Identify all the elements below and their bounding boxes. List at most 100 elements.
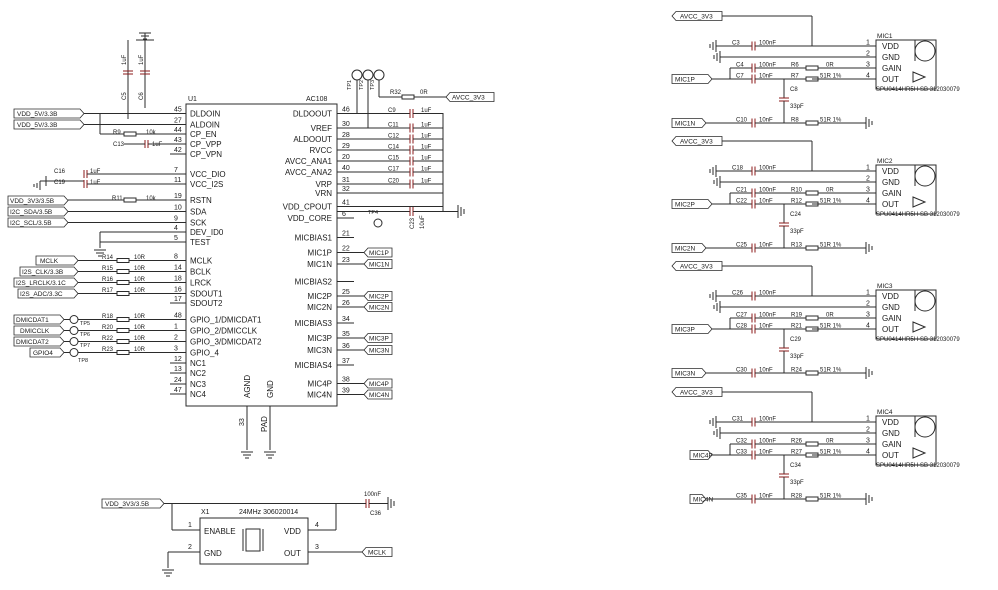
res-ref: R28 [791, 494, 803, 500]
svg-text:MCLK: MCLK [368, 550, 387, 557]
svg-text:I2S_ADC/3.3C: I2S_ADC/3.3C [20, 291, 63, 298]
gnd-symbol [264, 451, 276, 459]
resistor-r24 [805, 370, 819, 376]
cap-ref: C30 [736, 368, 748, 374]
resistor-r8 [805, 120, 819, 126]
res-val: 51R 1% [820, 199, 842, 205]
resistor-r26 [805, 441, 819, 447]
mic-pin-num: 1 [866, 165, 870, 172]
res-val: 10R [134, 277, 146, 283]
c5-ref: C5 [122, 92, 128, 100]
mic-pin-num: 1 [866, 416, 870, 423]
test-points-left: TP5 TP6 TP7 TP8 [69, 315, 90, 364]
mic-pin-num: 2 [866, 176, 870, 183]
mic-pin-name: OUT [882, 325, 899, 334]
res-val: 0R [826, 188, 834, 194]
net-label-osc-supply: VDD_3V3/3.5B [101, 498, 165, 509]
r32-val: 0R [420, 90, 428, 96]
net-label-i2c-sda: I2C_SDA/3.5B [7, 206, 69, 217]
net-label-text: MIC1P [369, 250, 389, 257]
cap-val: 100nF [759, 291, 776, 297]
pin-name: SDA [190, 208, 207, 217]
mic-pin-num: 2 [866, 301, 870, 308]
net-label-text: MIC2P [369, 294, 389, 301]
pin-name: MIC4P [308, 380, 332, 389]
cap-ref: C14 [388, 145, 400, 151]
supply-text: AVCC_3V3 [680, 264, 713, 271]
net-label-text: MIC3N [369, 348, 390, 355]
pin-name: CP_EN [190, 130, 217, 139]
gnd-symbol [709, 416, 717, 428]
cap-val: 100nF [759, 417, 776, 423]
pin-num-7: 7 [174, 167, 178, 174]
pin-num-35: 35 [342, 331, 350, 338]
cap-val: 100nF [759, 188, 776, 194]
capacitor-c28 [751, 324, 756, 334]
res-val: 10R [134, 288, 146, 294]
cap-ref: C20 [388, 179, 400, 185]
pin-num-22: 22 [342, 246, 350, 253]
r32-ref: R32 [390, 90, 402, 96]
pin-name: VCC_I2S [190, 180, 223, 189]
res-val: 51R 1% [820, 118, 842, 124]
net-label-text: MIC2P [675, 202, 695, 209]
net-label-mic2p [363, 291, 393, 301]
res-ref: R10 [791, 188, 803, 194]
net-label-i2s-lrclk: I2S_LRCLK/3.1C [13, 277, 79, 288]
cap-val: 1uF [421, 156, 432, 162]
net-label-i2c-scl: I2C_SCL/3.5B [7, 217, 69, 228]
capacitor-c22 [751, 199, 756, 209]
pin-num-28: 28 [342, 132, 350, 139]
cap-ref: C18 [732, 166, 744, 172]
resistor-r18 [116, 317, 130, 322]
svg-text:VDD_3V3/3.5B: VDD_3V3/3.5B [10, 198, 54, 205]
cap-ref: C25 [736, 243, 748, 249]
mic-amp-icon [912, 321, 927, 333]
pin-name: MICBIAS1 [295, 234, 333, 243]
pin-num-19: 19 [174, 193, 182, 200]
pin-name: RVCC [309, 146, 332, 155]
pin-name: BCLK [190, 268, 212, 277]
resistor-r15 [116, 269, 130, 274]
capacitor-c4 [751, 63, 756, 73]
cap-val: 10nF [759, 494, 773, 500]
pin-num-44: 44 [174, 127, 182, 134]
u1-ref: U1 [188, 96, 197, 103]
c36-val: 100nF [364, 492, 381, 498]
mic-membrane-icon [914, 165, 936, 187]
pin-num-1: 1 [174, 324, 178, 331]
mic-pin-num: 4 [866, 73, 870, 80]
cap-val: 1uF [421, 108, 432, 114]
pin-num-25: 25 [342, 289, 350, 296]
cap-ref: C32 [736, 439, 748, 445]
res-val: 51R 1% [820, 450, 842, 456]
pin-num-37: 37 [342, 358, 350, 365]
net-label-mic4p [363, 378, 393, 389]
cap-val: 10nF [759, 199, 773, 205]
res-ref: R22 [102, 336, 114, 342]
c16-val: 1uF [90, 169, 101, 175]
pin-num-47: 47 [174, 387, 182, 394]
pin-name: CP_VPN [190, 150, 222, 159]
gnd-symbol [709, 165, 717, 177]
c5-val: 1uF [122, 54, 128, 65]
oscillator-x1: VDD_3V3/3.5B X1 24MHz 306020014 ENABLE G… [101, 492, 395, 577]
pin-name: MIC2N [307, 303, 332, 312]
res-ref: R13 [791, 243, 803, 249]
net-label-dmicdat2: DMICDAT2 [13, 336, 65, 347]
net-label-text: MIC2N [369, 305, 390, 312]
c13-val: 1uF [152, 142, 163, 148]
x1-pin-gnd: GND [204, 549, 222, 558]
pin-name: CP_VPP [190, 140, 222, 149]
capacitor-c26 [751, 291, 756, 301]
gnd-symbol [713, 176, 721, 188]
capacitor-c12 [409, 134, 414, 144]
pin-num-23: 23 [342, 257, 350, 264]
mic-membrane-icon [914, 416, 936, 438]
mic-membrane-icon [914, 290, 936, 312]
res-val: 0R [826, 313, 834, 319]
